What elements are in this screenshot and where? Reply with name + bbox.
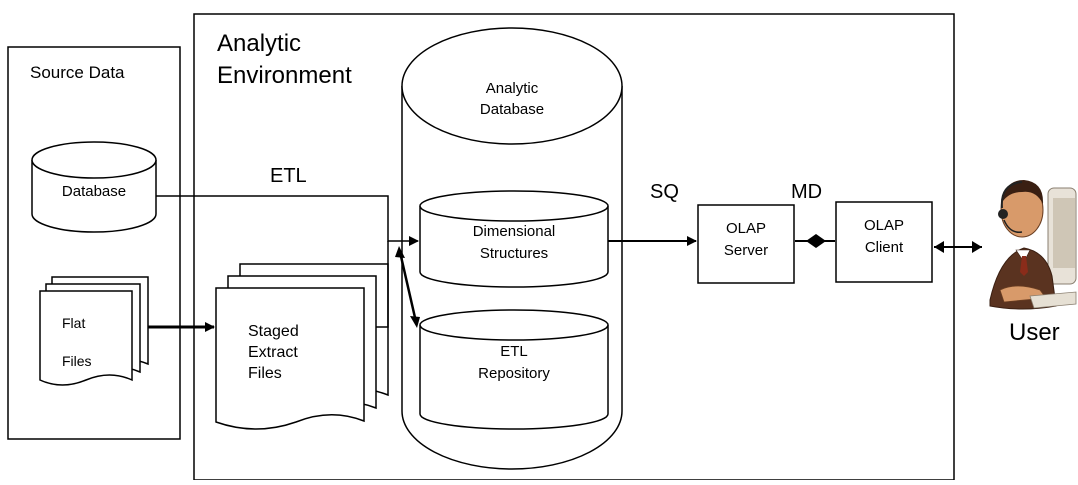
olap-client-line2: Client <box>865 239 904 256</box>
olap-server-line1: OLAP <box>726 220 766 237</box>
dimensional-repository-double-arrow <box>398 251 418 323</box>
staged-files-line1: Staged <box>248 323 299 340</box>
staged-extract-files-stack: Staged Extract Files <box>215 263 389 430</box>
user-at-computer-icon <box>989 180 1077 310</box>
olap-client-line1: OLAP <box>864 217 904 234</box>
analytic-db-line2: Database <box>480 101 544 118</box>
flat-files-line1: Flat <box>62 315 85 331</box>
md-label: MD <box>791 181 822 203</box>
flat-files-stack: Flat Files <box>39 276 149 386</box>
etl-connectors <box>148 195 982 332</box>
etl-repo-line2: Repository <box>478 365 550 382</box>
staged-files-line3: Files <box>248 365 282 382</box>
analytic-db-line1: Analytic <box>486 80 539 97</box>
staged-to-dimensional-line <box>376 241 389 328</box>
source-data-title: Source Data <box>30 63 125 82</box>
database-to-dimensional-line <box>156 195 419 246</box>
dimensional-line2: Structures <box>480 245 548 262</box>
olap-client-box: OLAP Client <box>835 201 933 283</box>
sq-label: SQ <box>650 181 679 203</box>
etl-repository-cylinder: ETL Repository <box>419 309 609 430</box>
olap-server-box: OLAP Server <box>697 204 795 284</box>
etl-repo-line1: ETL <box>500 343 528 360</box>
analytic-env-title-line1: Analytic <box>217 30 301 57</box>
dimensional-structures-cylinder: Dimensional Structures <box>419 190 609 288</box>
olap-server-line2: Server <box>724 242 768 259</box>
analytic-env-title-line2: Environment <box>217 62 352 89</box>
dimensional-line1: Dimensional <box>473 223 556 240</box>
etl-label: ETL <box>270 165 307 187</box>
source-data-panel: Source Data <box>7 46 181 440</box>
user-label: User <box>1009 319 1060 346</box>
flat-files-line2: Files <box>62 353 92 369</box>
database-label: Database <box>62 183 126 200</box>
database-cylinder: Database <box>31 141 157 233</box>
staged-files-line2: Extract <box>248 344 298 361</box>
